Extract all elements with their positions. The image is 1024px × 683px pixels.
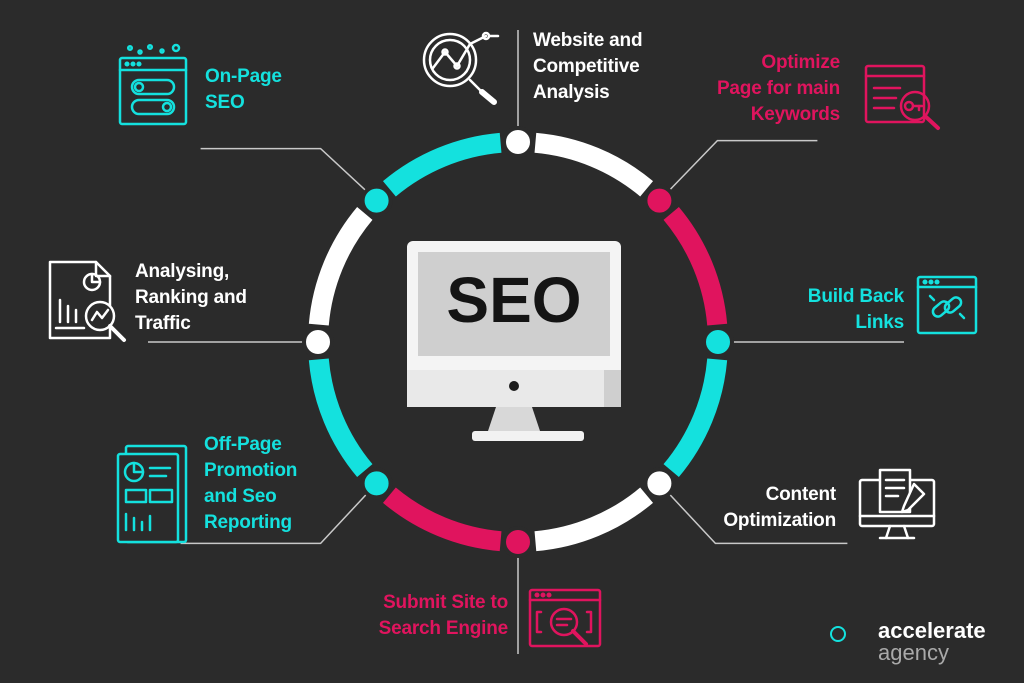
step-label-line: On-Page (205, 66, 282, 87)
ring-segment (534, 132, 654, 197)
page-key-search-icon (864, 64, 940, 130)
step-label-line: Search Engine (378, 618, 509, 639)
connector-line-off-page-promotion (180, 482, 378, 545)
step-label-line: Optimization (723, 510, 836, 531)
step-label-line: Analysis (533, 82, 610, 103)
step-label-line: Ranking and (135, 287, 247, 308)
step-label-line: Content (765, 484, 837, 505)
connector-line-on-page-seo (200, 147, 378, 202)
ring-segment (663, 206, 728, 326)
magnifier-chart-icon (422, 31, 500, 105)
cycle-node-website-analysis (502, 126, 534, 158)
connector-line-optimize-keywords (658, 139, 818, 202)
cycle-node-optimize-keywords (643, 184, 676, 217)
cycle-node-content-optimization (643, 467, 676, 500)
step-label-line: Keywords (750, 104, 840, 125)
cycle-node-submit-site (502, 526, 534, 558)
step-label-line: Off-Page (204, 434, 282, 455)
step-label-line: Optimize (761, 52, 840, 73)
ring-segment (663, 358, 728, 478)
step-label-line: Competitive (533, 56, 640, 77)
browser-link-icon (916, 275, 978, 335)
connector-line-content-optimization (658, 482, 848, 545)
step-label-submit-site: Submit Site to Search Engine (300, 590, 509, 642)
step-label-line: Links (855, 312, 904, 333)
step-label-line: Reporting (204, 512, 292, 533)
step-label-line: Build Back (807, 286, 904, 307)
cycle-ring (308, 132, 728, 552)
step-label-line: Website and (533, 30, 643, 51)
brand-name: accelerate (878, 618, 986, 643)
browser-search-icon (528, 588, 602, 648)
cycle-node-analysing-ranking (302, 326, 334, 358)
ring-segment (308, 358, 373, 478)
step-label-line: Page for main (716, 78, 840, 99)
cycle-node-on-page-seo (360, 184, 393, 217)
browser-toggles-icon (118, 43, 188, 126)
step-label-line: Analysing, (135, 261, 230, 282)
report-documents-icon (116, 444, 188, 544)
step-label-line: and Seo (204, 486, 277, 507)
ring-segment (382, 487, 502, 552)
brand-circle-icon (830, 626, 846, 642)
ring-segment (534, 487, 654, 552)
cycle-nodes (302, 126, 734, 558)
ring-segment (308, 206, 373, 326)
brand-logo: accelerate agency (830, 618, 1010, 670)
ring-segment (382, 132, 502, 197)
brand-subtitle: agency (878, 640, 949, 665)
step-label-line: Submit Site to (383, 592, 508, 613)
step-label-line: SEO (205, 92, 245, 113)
document-analytics-icon (48, 260, 126, 342)
cycle-node-build-back-links (702, 326, 734, 358)
monitor-document-pen-icon (858, 468, 936, 540)
step-label-line: Traffic (135, 313, 191, 334)
cycle-node-off-page-promotion (360, 467, 393, 500)
desktop-monitor-icon (407, 241, 621, 441)
connector-lines (148, 30, 904, 654)
center-title: SEO (446, 264, 581, 336)
step-label-line: Promotion (204, 460, 298, 481)
